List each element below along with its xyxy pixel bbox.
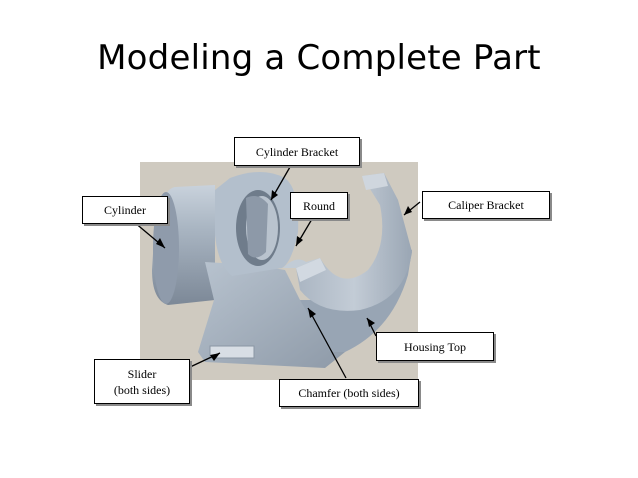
leader-arrowheads [156,190,412,361]
callout-cylinder-bracket-label: Cylinder Bracket [255,144,339,159]
callout-housing-top-label: Housing Top [404,339,466,354]
callout-cylinder-label: Cylinder [104,203,146,217]
callout-cylinder: Cylinder [82,196,168,224]
callout-chamfer-label: Chamfer (both sides) [298,386,400,400]
callout-caliper-bracket: Caliper Bracket [422,191,550,219]
caliper-bracket-shape [296,173,412,311]
round-fillet-shape [283,258,320,268]
callout-chamfer: Chamfer (both sides) [279,379,419,407]
callout-slider-label-line1: Slider [127,366,157,381]
slider-slot-shape [209,345,255,359]
callout-housing-top: Housing Top [376,332,494,361]
housing-body [198,262,345,368]
slide-title: Modeling a Complete Part [97,38,541,78]
callout-caliper-bracket-label: Caliper Bracket [448,198,524,212]
cylinder-bracket-shape [215,172,299,276]
callout-round-label: Round [302,198,335,213]
callout-slider: Slider (both sides) [94,359,190,404]
callout-round: Round [290,192,348,219]
callout-cylinder-bracket: Cylinder Bracket [234,137,360,166]
callout-slider-label-line2: (both sides) [113,382,171,397]
